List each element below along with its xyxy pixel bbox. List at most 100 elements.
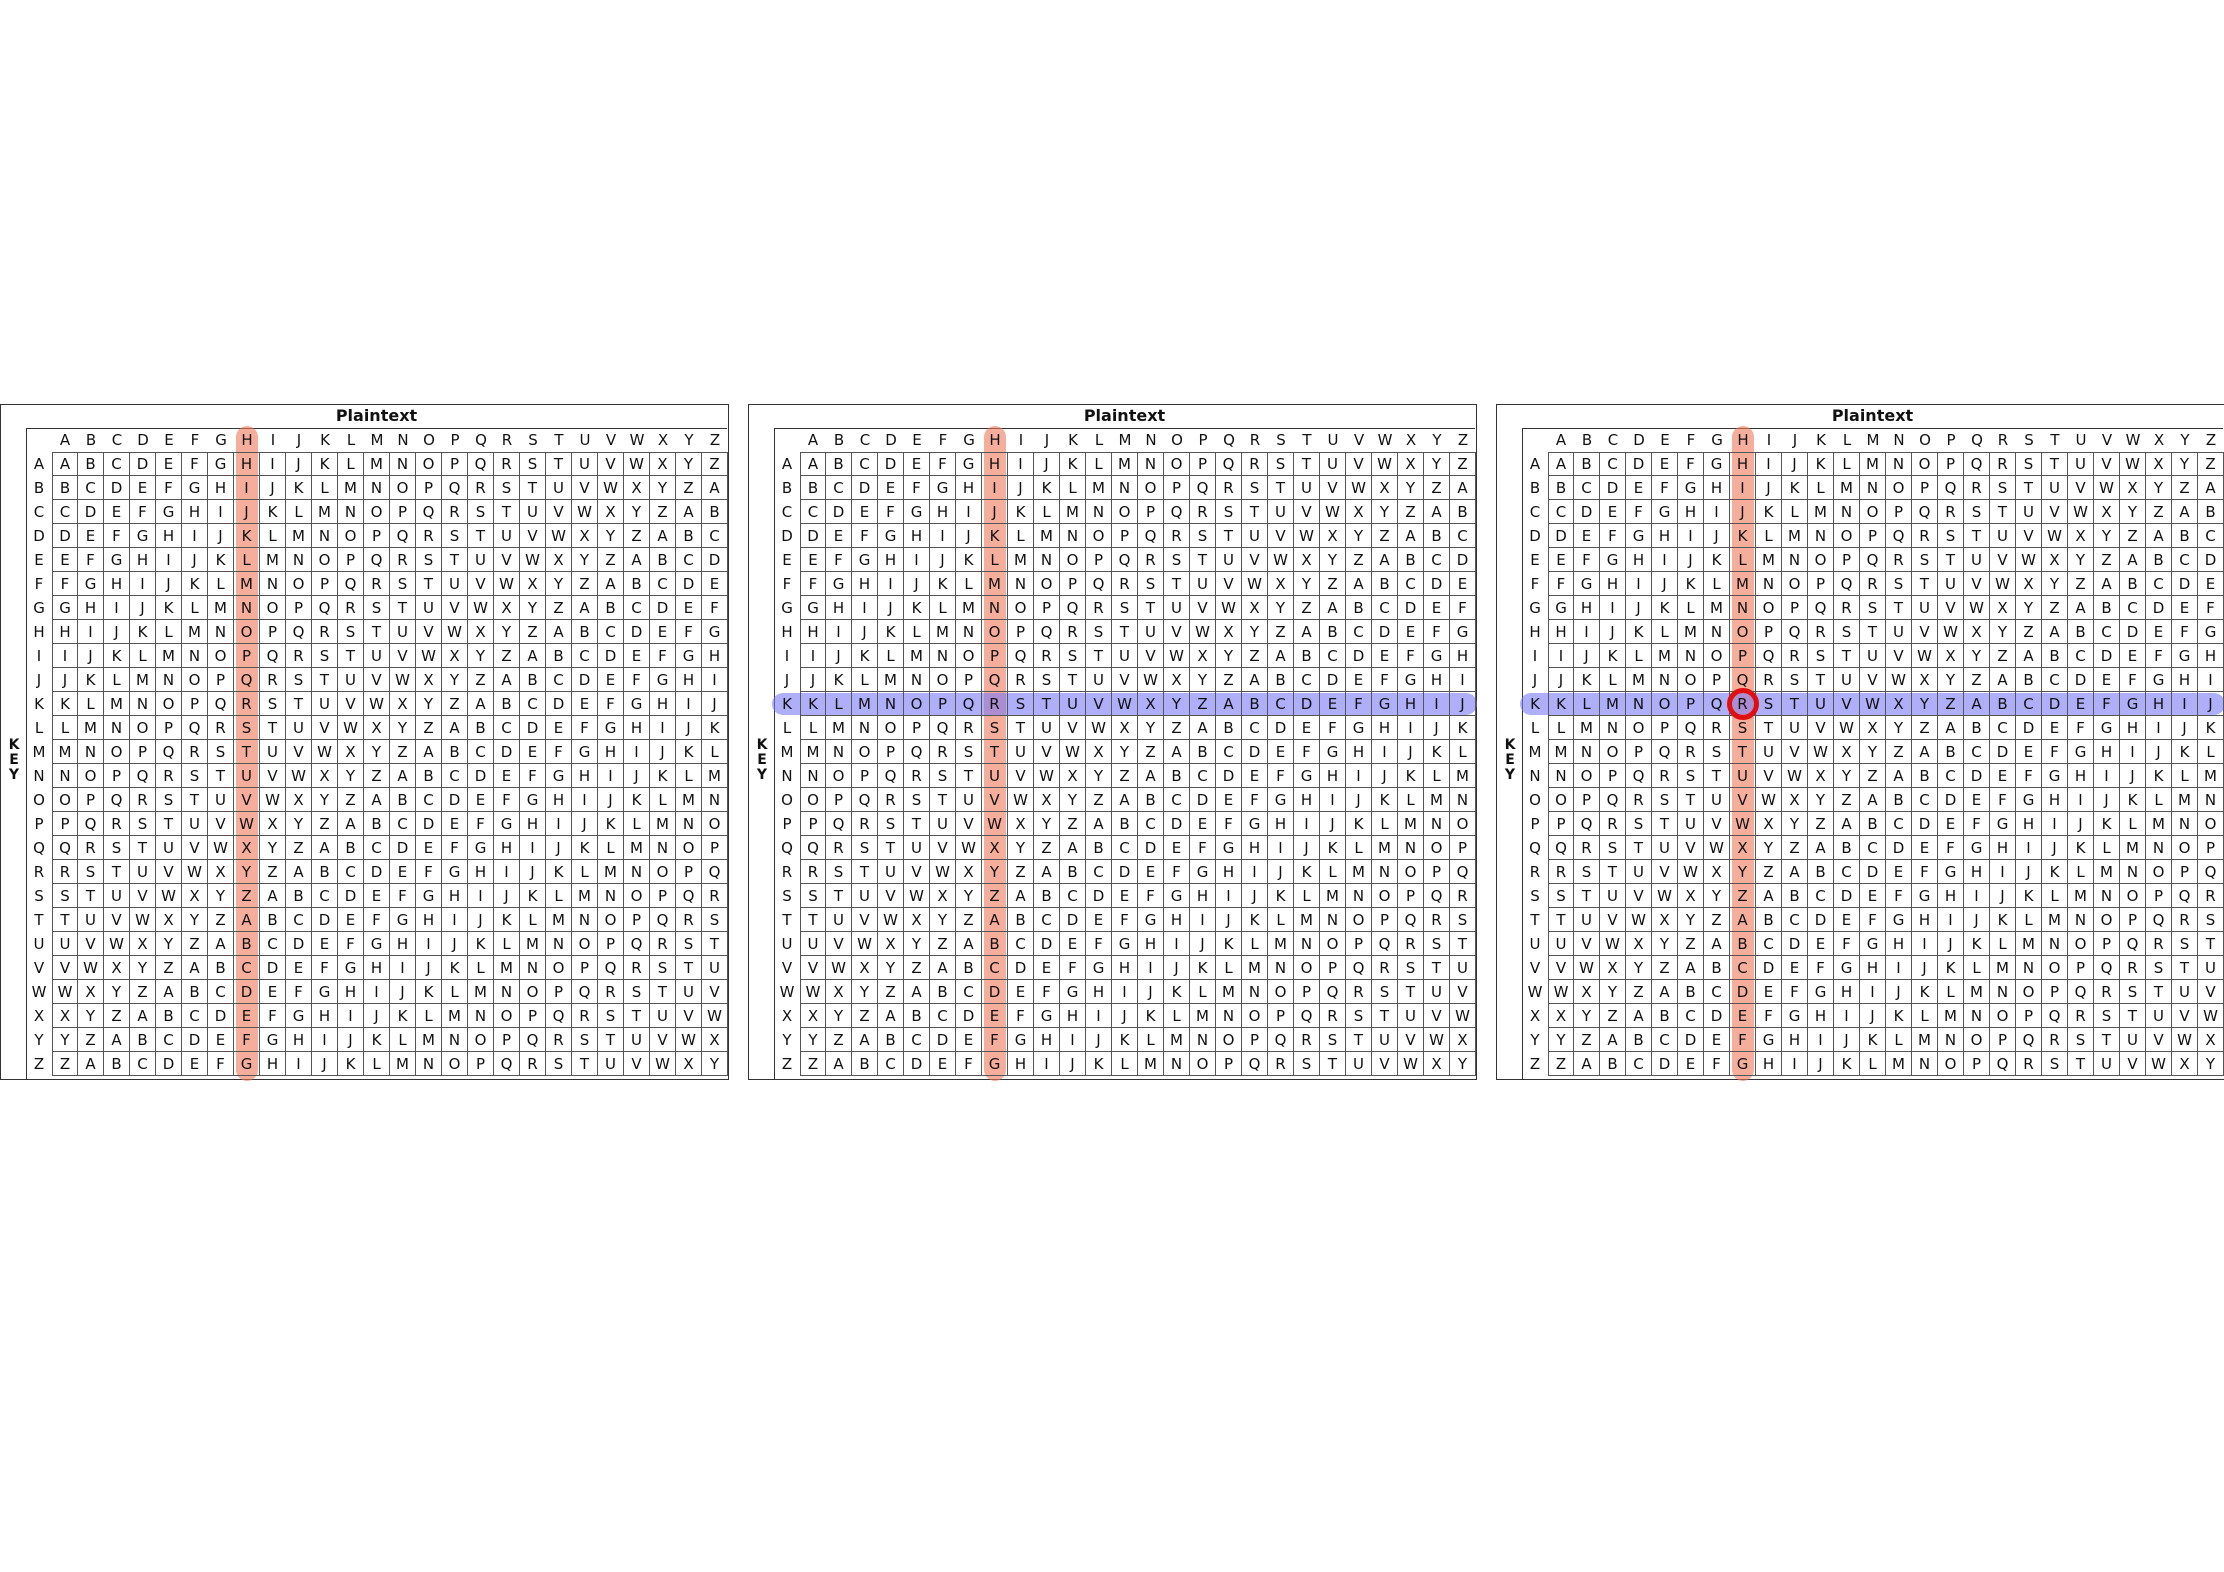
cipher-cell: J bbox=[2016, 860, 2042, 884]
cipher-cell: V bbox=[1190, 596, 1216, 620]
cipher-cell: Y bbox=[286, 812, 312, 836]
cipher-cell: X bbox=[1834, 740, 1860, 764]
cipher-cell: E bbox=[2094, 668, 2120, 692]
cipher-cell: S bbox=[624, 980, 650, 1004]
plaintext-header-letter: Z bbox=[709, 431, 721, 449]
cipher-cell: S bbox=[546, 1052, 572, 1076]
cipher-cell: D bbox=[930, 1028, 956, 1052]
cipher-cell: T bbox=[598, 1028, 624, 1052]
cipher-cell: P bbox=[1990, 1028, 2016, 1052]
cipher-cell: M bbox=[1138, 1052, 1164, 1076]
cipher-cell: Y bbox=[364, 740, 390, 764]
cipher-cell: D bbox=[1964, 764, 1990, 788]
cipher-cell: M bbox=[1678, 620, 1704, 644]
cipher-cell: Y bbox=[234, 860, 260, 884]
cipher-cell: P bbox=[598, 932, 624, 956]
cipher-cell: R bbox=[1886, 548, 1912, 572]
cipher-cell: Z bbox=[2094, 548, 2120, 572]
cipher-cell: C bbox=[2172, 548, 2198, 572]
cipher-cell: V bbox=[1704, 812, 1730, 836]
cipher-cell: Z bbox=[1398, 500, 1424, 524]
cipher-cell: P bbox=[208, 668, 234, 692]
cipher-cell: D bbox=[2198, 548, 2224, 572]
cipher-cell: D bbox=[1398, 596, 1424, 620]
key-row-letter: M bbox=[32, 743, 46, 761]
cipher-cell: D bbox=[826, 500, 852, 524]
cipher-cell: P bbox=[2172, 860, 2198, 884]
cipher-cell: R bbox=[104, 812, 130, 836]
cipher-cell: L bbox=[546, 884, 572, 908]
cipher-cell: U bbox=[826, 908, 852, 932]
cipher-cell: B bbox=[338, 836, 364, 860]
cipher-cell: Y bbox=[1008, 836, 1034, 860]
cipher-cell: L bbox=[1086, 452, 1112, 476]
cipher-cell: N bbox=[1756, 572, 1782, 596]
cipher-cell: H bbox=[78, 596, 104, 620]
cipher-cell: F bbox=[572, 716, 598, 740]
plaintext-header-letter: J bbox=[1044, 431, 1050, 449]
cipher-cell: W bbox=[702, 1004, 728, 1028]
cipher-cell: W bbox=[1964, 596, 1990, 620]
cipher-cell: G bbox=[826, 572, 852, 596]
cipher-cell: N bbox=[1990, 980, 2016, 1004]
key-row-letter: L bbox=[1530, 719, 1540, 737]
cipher-cell: S bbox=[78, 860, 104, 884]
cipher-cell: P bbox=[676, 860, 702, 884]
cipher-cell: I bbox=[2146, 716, 2172, 740]
cipher-cell: J bbox=[1372, 764, 1398, 788]
cipher-cell: R bbox=[2198, 884, 2224, 908]
cipher-cell: T bbox=[312, 668, 338, 692]
cipher-cell: U bbox=[1626, 860, 1652, 884]
cipher-cell: V bbox=[1320, 476, 1346, 500]
cipher-cell: D bbox=[1424, 572, 1450, 596]
cipher-cell: J bbox=[1216, 908, 1242, 932]
cipher-cell: I bbox=[1860, 980, 1886, 1004]
cipher-cell: E bbox=[546, 716, 572, 740]
cipher-cell: N bbox=[1782, 548, 1808, 572]
cipher-cell: X bbox=[1704, 860, 1730, 884]
cipher-cell: L bbox=[1268, 908, 1294, 932]
cipher-cell: W bbox=[390, 668, 416, 692]
cipher-cell: O bbox=[1346, 908, 1372, 932]
plaintext-column-highlight bbox=[1732, 426, 1754, 1081]
cipher-cell: R bbox=[2172, 908, 2198, 932]
cipher-cell: H bbox=[234, 452, 260, 476]
cipher-cell: T bbox=[1730, 740, 1756, 764]
cipher-cell: H bbox=[1886, 932, 1912, 956]
cipher-cell: B bbox=[312, 860, 338, 884]
cipher-cell: T bbox=[878, 836, 904, 860]
cipher-cell: V bbox=[1782, 740, 1808, 764]
cipher-cell: L bbox=[676, 764, 702, 788]
cipher-cell: L bbox=[390, 1028, 416, 1052]
cipher-cell: L bbox=[208, 572, 234, 596]
cipher-cell: O bbox=[930, 668, 956, 692]
cipher-cell: V bbox=[1938, 596, 1964, 620]
cipher-cell: O bbox=[1964, 1028, 1990, 1052]
cipher-cell: X bbox=[2120, 476, 2146, 500]
cipher-cell: J bbox=[1808, 1052, 1834, 1076]
cipher-cell: D bbox=[1086, 884, 1112, 908]
cipher-cell: R bbox=[338, 596, 364, 620]
cipher-cell: C bbox=[800, 500, 826, 524]
cipher-cell: B bbox=[650, 548, 676, 572]
cipher-cell: R bbox=[1294, 1028, 1320, 1052]
cipher-cell: N bbox=[826, 740, 852, 764]
cipher-cell: I bbox=[650, 716, 676, 740]
cipher-cell: Q bbox=[624, 932, 650, 956]
cipher-cell: B bbox=[1730, 932, 1756, 956]
cipher-cell: B bbox=[598, 596, 624, 620]
cipher-cell: R bbox=[1346, 980, 1372, 1004]
cipher-cell: X bbox=[624, 476, 650, 500]
cipher-cell: J bbox=[1294, 836, 1320, 860]
cipher-cell: H bbox=[1242, 836, 1268, 860]
cipher-cell: M bbox=[1990, 956, 2016, 980]
cipher-cell: F bbox=[286, 980, 312, 1004]
cipher-cell: K bbox=[1190, 956, 1216, 980]
cipher-cell: J bbox=[1704, 524, 1730, 548]
cipher-cell: M bbox=[416, 1028, 442, 1052]
cipher-cell: I bbox=[1730, 476, 1756, 500]
cipher-cell: X bbox=[1346, 500, 1372, 524]
cipher-cell: D bbox=[1808, 908, 1834, 932]
